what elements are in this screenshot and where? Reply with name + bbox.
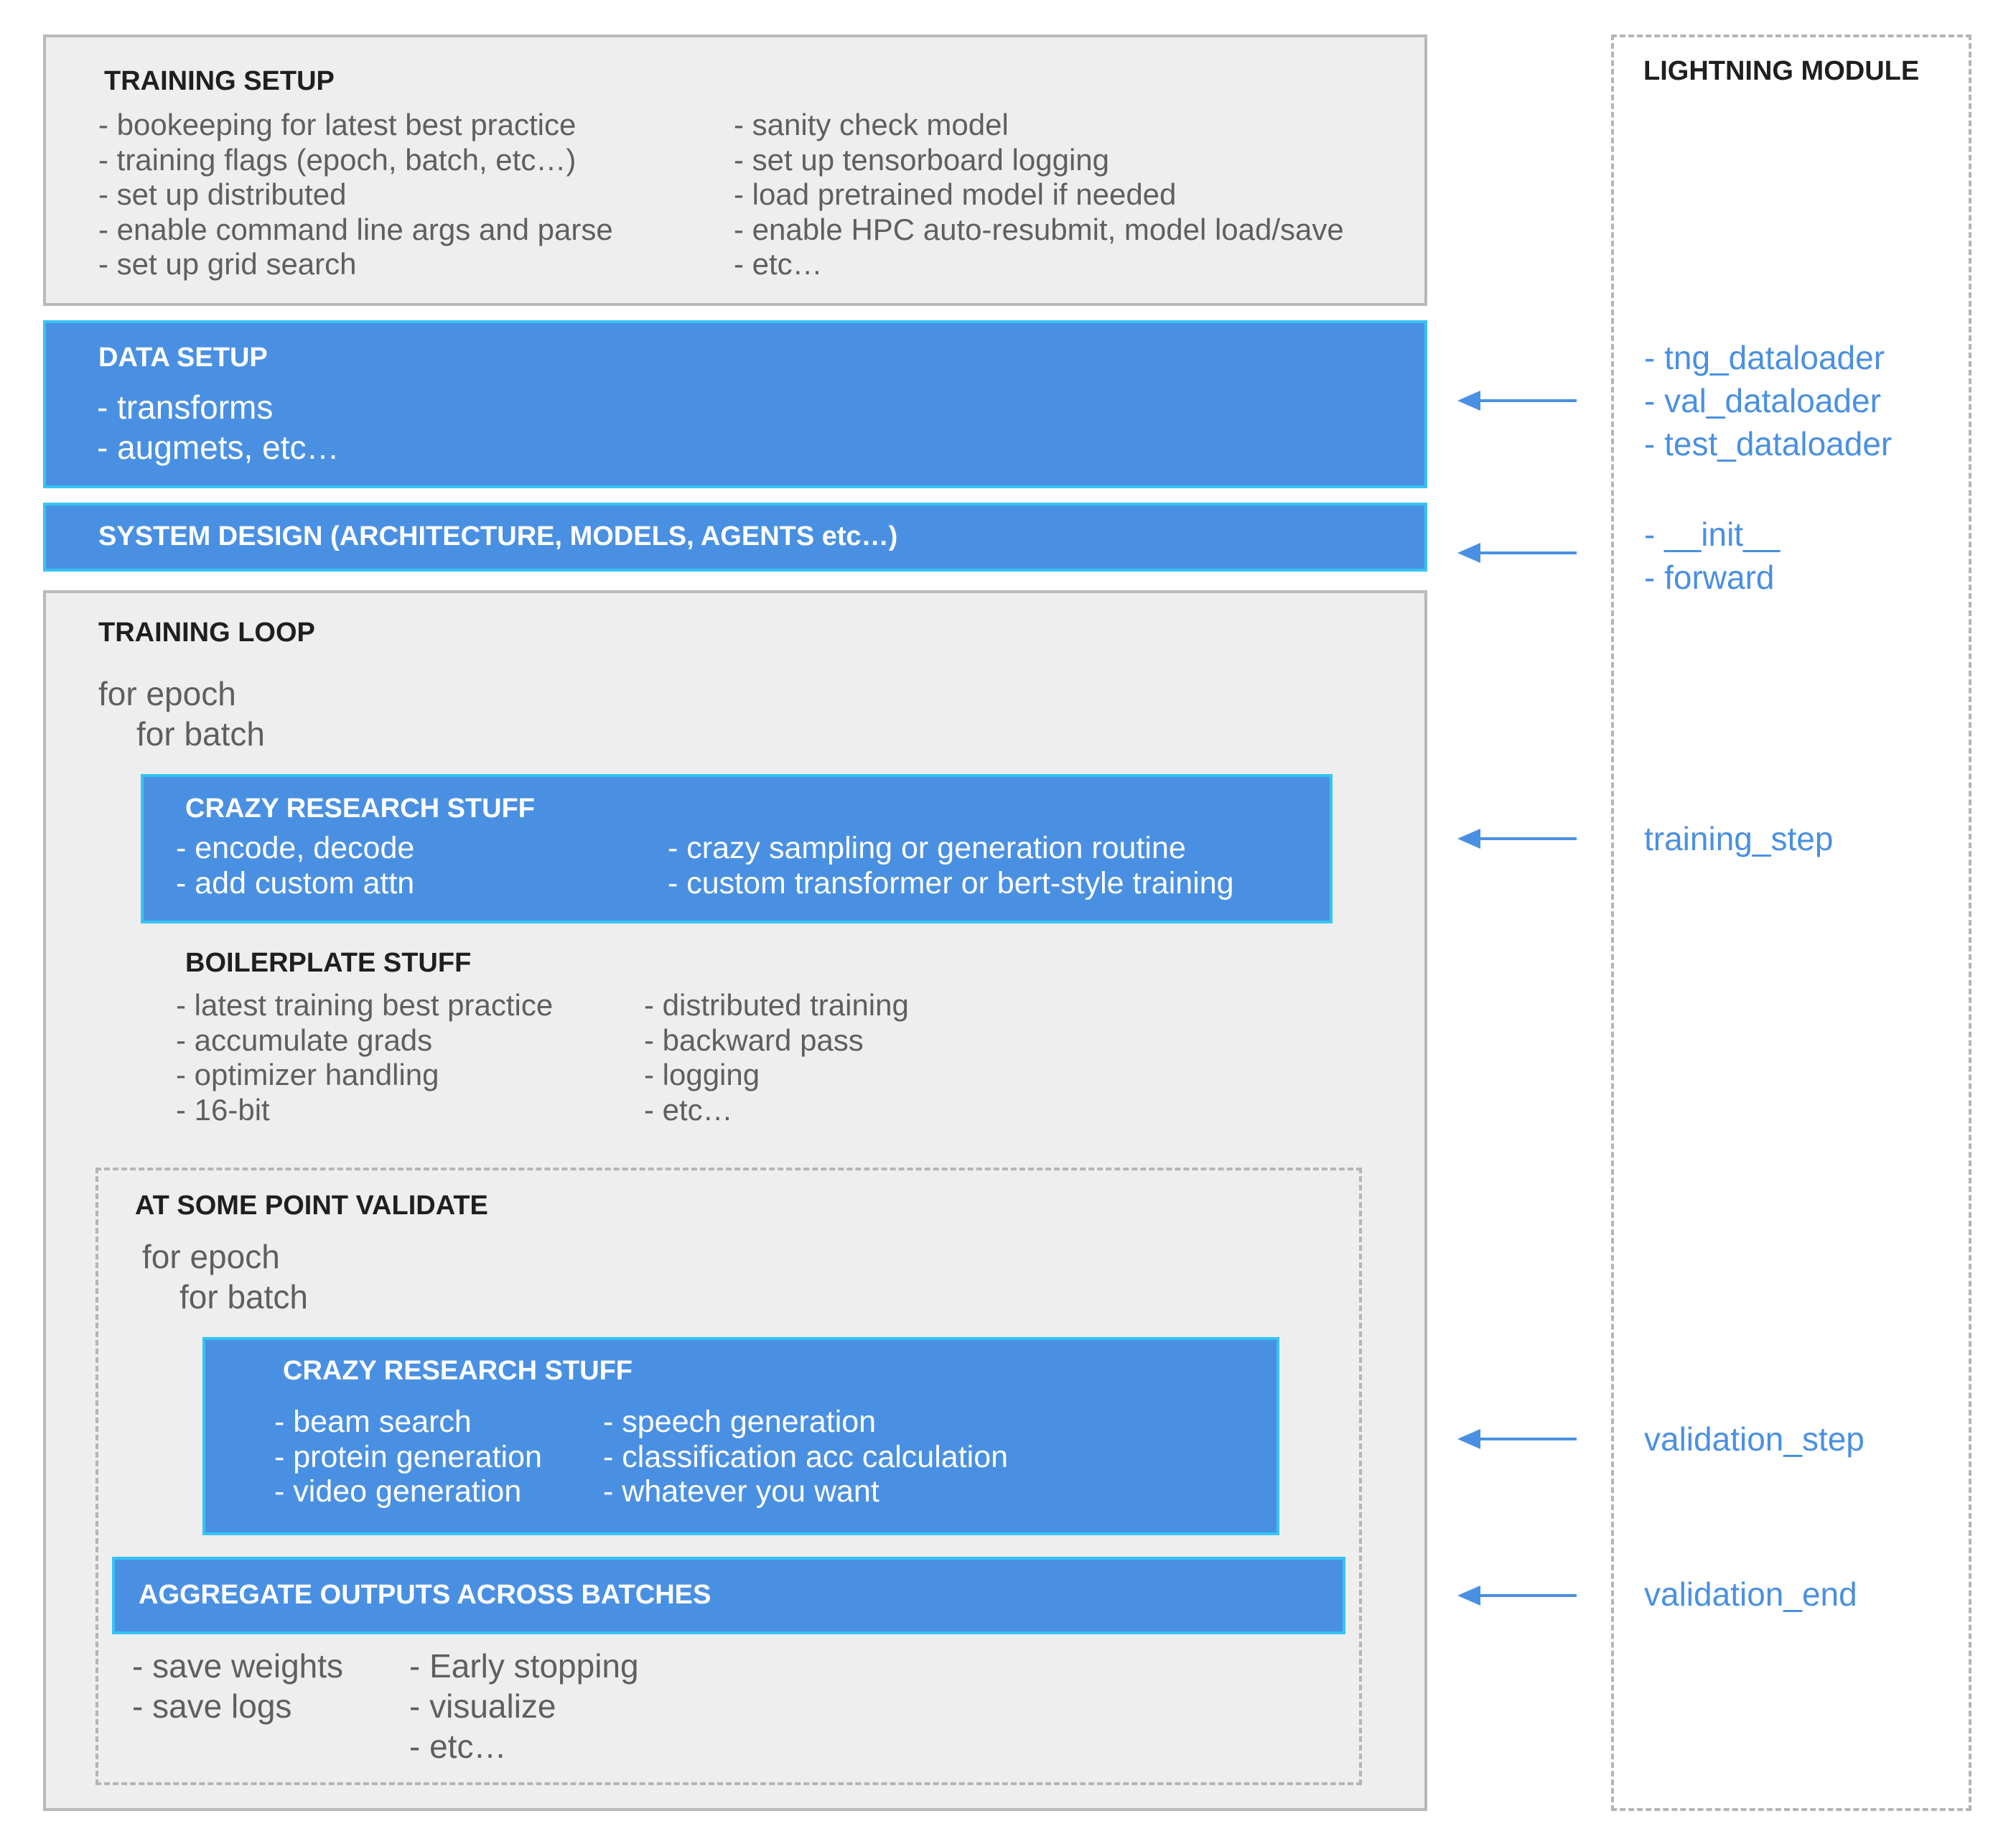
system-design-box bbox=[43, 503, 1427, 572]
system-design-arrow-icon bbox=[1457, 543, 1577, 563]
validate-batch: for batch bbox=[179, 1278, 308, 1316]
validate-research-left-list: - beam search - protein generation - vid… bbox=[274, 1405, 542, 1509]
validate-research-title: CRAZY RESEARCH STUFF bbox=[283, 1356, 633, 1386]
list-item: - protein generation bbox=[274, 1439, 542, 1474]
list-item: - etc… bbox=[644, 1092, 733, 1127]
training-setup-title: TRAINING SETUP bbox=[104, 66, 335, 96]
list-item: - enable HPC auto-resubmit, model load/s… bbox=[734, 212, 1344, 246]
list-item: - custom transformer or bert-style train… bbox=[668, 865, 1234, 900]
list-item: - speech generation bbox=[603, 1405, 877, 1439]
list-item: - distributed training bbox=[644, 988, 909, 1022]
training-loop-epoch: for epoch bbox=[98, 675, 236, 712]
aggregate-title: AGGREGATE OUTPUTS ACROSS BATCHES bbox=[139, 1580, 711, 1610]
list-item: - save logs bbox=[132, 1687, 292, 1725]
boilerplate-title: BOILERPLATE STUFF bbox=[185, 948, 472, 978]
list-item: - bookeeping for latest best practice bbox=[98, 108, 577, 141]
validation-end-label: validation_end bbox=[1644, 1575, 1857, 1613]
list-item: - val_dataloader bbox=[1644, 382, 1881, 419]
list-item: - set up distributed bbox=[98, 177, 347, 211]
training-setup-left-list: - bookeeping for latest best practice - … bbox=[98, 108, 613, 282]
training-research-right-list: - crazy sampling or generation routine -… bbox=[668, 831, 1234, 900]
data-setup-box bbox=[43, 320, 1427, 488]
list-item: - backward pass bbox=[644, 1023, 864, 1057]
validation-step-arrow-icon bbox=[1457, 1429, 1577, 1449]
dataloader-list: - tng_dataloader - val_dataloader - test… bbox=[1644, 336, 1892, 465]
validate-box bbox=[95, 1168, 1362, 1785]
validate-research-right-list: - speech generation - classification acc… bbox=[603, 1405, 1008, 1509]
list-item: - sanity check model bbox=[734, 108, 1009, 141]
list-item: - 16-bit bbox=[176, 1092, 270, 1127]
data-setup-title: DATA SETUP bbox=[98, 343, 268, 373]
list-item: - enable command line args and parse bbox=[98, 212, 613, 246]
list-item: - beam search bbox=[274, 1405, 472, 1439]
list-item: - optimizer handling bbox=[176, 1058, 439, 1091]
list-item: - encode, decode bbox=[176, 831, 415, 865]
training-loop-batch: for batch bbox=[136, 715, 265, 753]
list-item: - training flags (epoch, batch, etc…) bbox=[98, 142, 577, 177]
lightning-module-box bbox=[1611, 34, 1971, 1811]
list-item: - load pretrained model if needed bbox=[734, 177, 1177, 211]
validate-epoch: for epoch bbox=[142, 1238, 280, 1275]
list-item: - logging bbox=[644, 1058, 760, 1091]
list-item: - save weights bbox=[132, 1647, 344, 1685]
model-methods-list: - __init__ - forward bbox=[1644, 513, 1780, 599]
after-right-list: - Early stopping - visualize - etc… bbox=[409, 1646, 639, 1766]
system-design-title: SYSTEM DESIGN (ARCHITECTURE, MODELS, AGE… bbox=[98, 521, 898, 551]
list-item: - forward bbox=[1644, 559, 1775, 596]
validate-research-box bbox=[202, 1337, 1279, 1535]
list-item: - crazy sampling or generation routine bbox=[668, 831, 1186, 865]
list-item: - Early stopping bbox=[409, 1647, 639, 1685]
training-loop-title: TRAINING LOOP bbox=[98, 618, 315, 648]
list-item: - latest training best practice bbox=[176, 988, 554, 1022]
list-item: - visualize bbox=[409, 1687, 556, 1725]
training-research-title: CRAZY RESEARCH STUFF bbox=[185, 793, 535, 824]
list-item: - etc… bbox=[409, 1728, 507, 1765]
list-item: - add custom attn bbox=[176, 865, 415, 900]
after-left-list: - save weights - save logs bbox=[132, 1646, 343, 1726]
training-setup-right-list: - sanity check model - set up tensorboar… bbox=[734, 108, 1344, 282]
aggregate-box bbox=[112, 1557, 1345, 1634]
list-item: - tng_dataloader bbox=[1644, 339, 1885, 376]
list-item: - set up grid search bbox=[98, 247, 357, 281]
training-research-box bbox=[141, 774, 1333, 923]
list-item: - set up tensorboard logging bbox=[734, 142, 1110, 177]
training-research-left-list: - encode, decode - add custom attn bbox=[176, 831, 414, 900]
list-item: - __init__ bbox=[1644, 516, 1781, 553]
list-item: - accumulate grads bbox=[176, 1023, 433, 1057]
list-item: - transforms bbox=[97, 388, 274, 426]
list-item: - etc… bbox=[734, 247, 823, 281]
boilerplate-left-list: - latest training best practice - accumu… bbox=[176, 988, 553, 1127]
training-step-arrow-icon bbox=[1457, 829, 1577, 849]
training-setup-box bbox=[43, 34, 1427, 306]
validation-end-arrow-icon bbox=[1457, 1585, 1577, 1606]
validation-step-label: validation_step bbox=[1644, 1420, 1865, 1458]
data-setup-list: - transforms - augmets, etc… bbox=[97, 387, 339, 467]
validate-title: AT SOME POINT VALIDATE bbox=[135, 1191, 488, 1221]
training-step-label: training_step bbox=[1644, 820, 1834, 857]
list-item: - video generation bbox=[274, 1474, 522, 1509]
list-item: - augmets, etc… bbox=[97, 429, 340, 466]
dataloader-arrow-icon bbox=[1457, 391, 1577, 411]
list-item: - classification acc calculation bbox=[603, 1439, 1009, 1474]
lightning-module-title: LIGHTNING MODULE bbox=[1643, 56, 1920, 86]
boilerplate-right-list: - distributed training - backward pass -… bbox=[644, 988, 909, 1127]
list-item: - test_dataloader bbox=[1644, 425, 1893, 462]
list-item: - whatever you want bbox=[603, 1474, 879, 1509]
